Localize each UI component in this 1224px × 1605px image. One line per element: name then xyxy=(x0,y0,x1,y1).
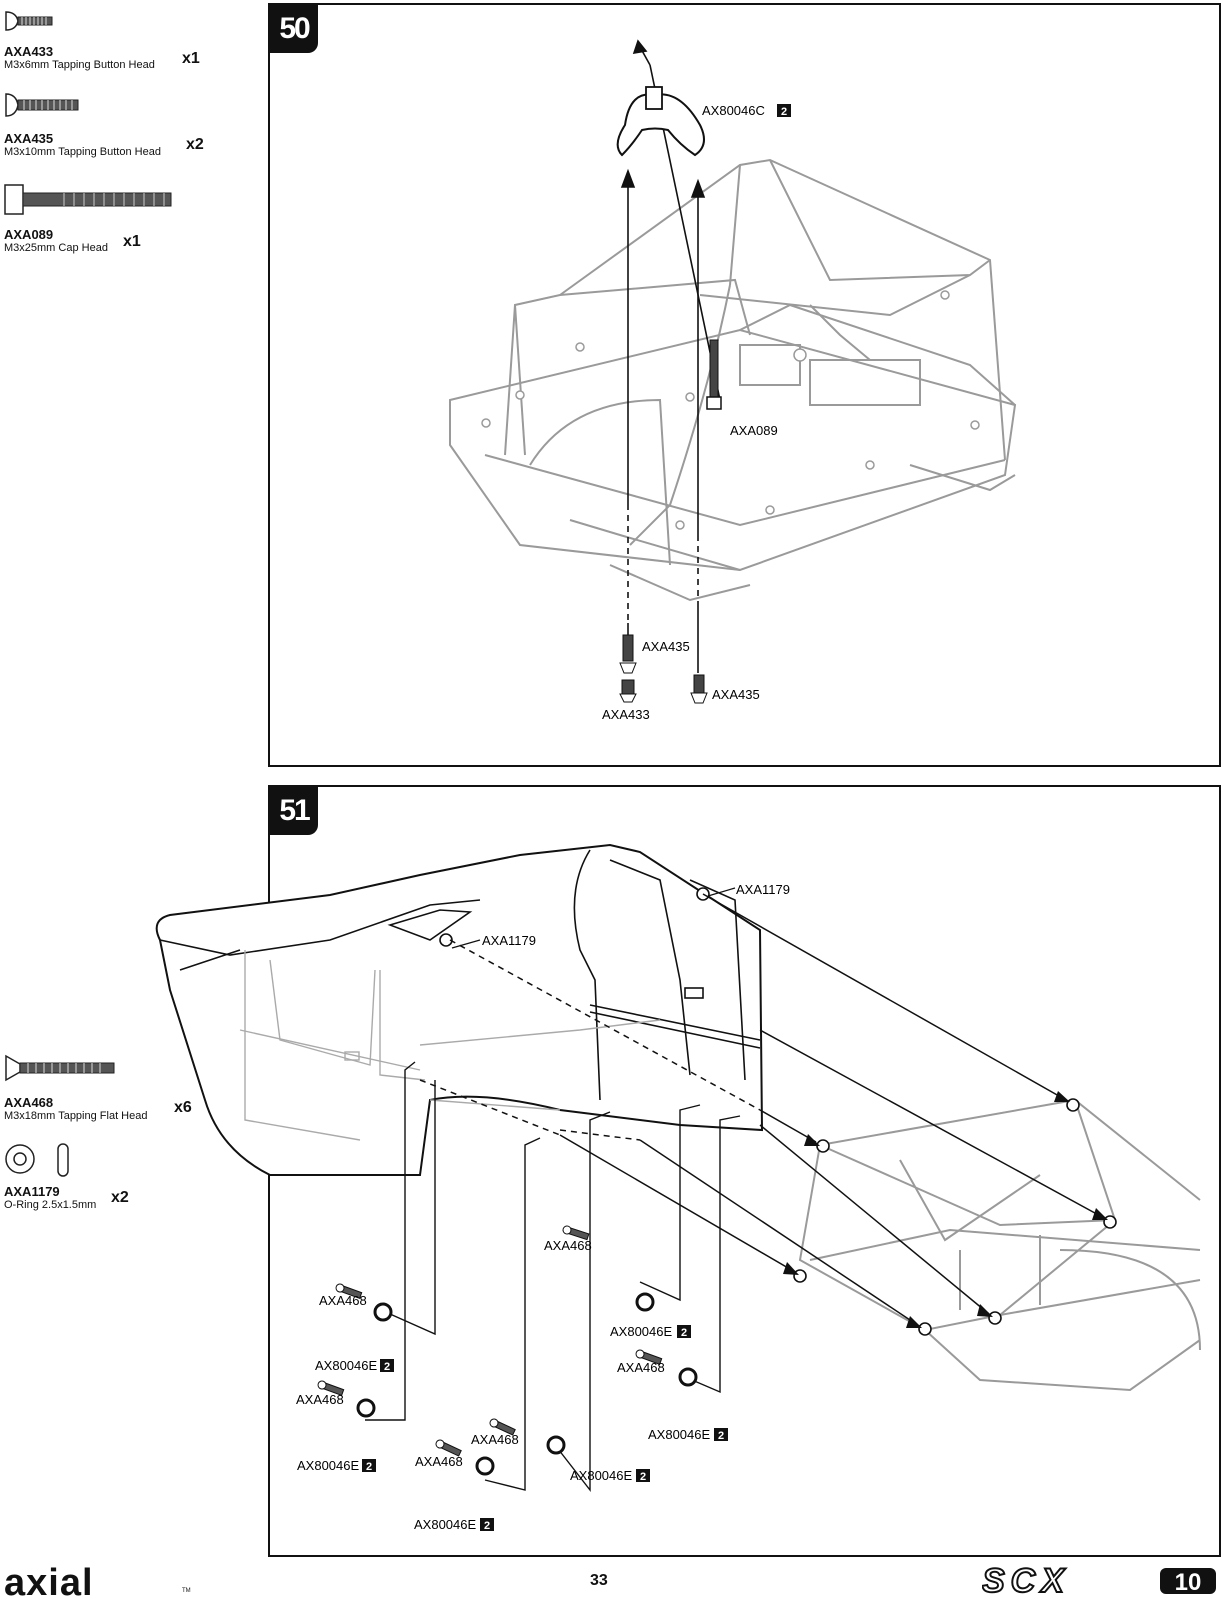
step-51-illustration: AXA1179 AXA1179 AXA468 AX80046E 2 AXA468… xyxy=(155,843,1201,1532)
model-number: 10 xyxy=(1175,1569,1202,1596)
label-axa468: AXA468 xyxy=(296,1392,344,1407)
label-ax80046c: AX80046C xyxy=(702,103,765,118)
label-ax80046e: AX80046E xyxy=(648,1427,710,1442)
button-head-screw-icon xyxy=(5,93,79,117)
part-qty: x2 xyxy=(111,1189,129,1206)
label-ax80046e: AX80046E xyxy=(297,1458,359,1473)
label-ax80046e: AX80046E xyxy=(570,1468,632,1483)
scx10-logo: SCX 10 xyxy=(982,1566,1216,1596)
flat-head-screw-icon xyxy=(5,1054,115,1082)
part-axa435: AXA435 M3x10mm Tapping Button Head xyxy=(4,131,161,159)
label-axa468: AXA468 xyxy=(415,1454,463,1469)
part-axa1179: AXA1179 O-Ring 2.5x1.5mm xyxy=(4,1184,96,1212)
label-axa435: AXA435 xyxy=(642,639,690,654)
label-axa1179: AXA1179 xyxy=(736,882,790,897)
step-number: 50 xyxy=(270,5,318,53)
part-axa468: AXA468 M3x18mm Tapping Flat Head xyxy=(4,1095,147,1123)
part-axa089: AXA089 M3x25mm Cap Head xyxy=(4,227,108,255)
part-code: AXA468 xyxy=(4,1095,54,1110)
label-axa1179: AXA1179 xyxy=(482,933,536,948)
label-tag: 2 xyxy=(384,1361,390,1373)
axial-logo: axial xyxy=(4,1562,94,1605)
model-name: SCX xyxy=(982,1566,1070,1596)
part-desc: M3x25mm Cap Head xyxy=(4,242,108,254)
label-tag: 2 xyxy=(366,1461,372,1473)
label-ax80046e: AX80046E xyxy=(315,1358,377,1373)
label-axa468: AXA468 xyxy=(319,1293,367,1308)
trademark: TM xyxy=(182,1588,191,1594)
part-desc: O-Ring 2.5x1.5mm xyxy=(4,1199,97,1211)
part-qty: x6 xyxy=(174,1099,192,1116)
part-desc: M3x6mm Tapping Button Head xyxy=(4,59,155,71)
page-number: 33 xyxy=(590,1572,608,1589)
part-desc: M3x18mm Tapping Flat Head xyxy=(4,1110,148,1122)
part-qty: x1 xyxy=(123,233,141,250)
label-tag: 2 xyxy=(681,1327,687,1339)
part-desc: M3x10mm Tapping Button Head xyxy=(4,146,161,158)
label-axa433: AXA433 xyxy=(602,707,650,722)
part-code: AXA433 xyxy=(4,44,54,59)
step-50-illustration: AX80046C 2 AXA089 AXA435 AXA435 AXA433 xyxy=(449,39,1017,722)
label-tag: 2 xyxy=(484,1520,490,1532)
o-ring-icon xyxy=(5,1143,69,1177)
part-qty: x2 xyxy=(186,136,204,153)
label-ax80046e: AX80046E xyxy=(610,1324,672,1339)
label-axa468: AXA468 xyxy=(471,1432,519,1447)
brand-name: axial xyxy=(4,1562,94,1604)
label-axa435: AXA435 xyxy=(712,687,760,702)
button-head-screw-icon xyxy=(5,11,53,31)
part-qty: x1 xyxy=(182,50,200,67)
label-tag: 2 xyxy=(781,106,787,118)
label-tag: 2 xyxy=(718,1430,724,1442)
part-code: AXA435 xyxy=(4,131,54,146)
label-tag: 2 xyxy=(640,1471,646,1483)
step-50-panel: 50 xyxy=(268,3,1221,767)
part-code: AXA1179 xyxy=(4,1184,60,1199)
part-code: AXA089 xyxy=(4,227,54,242)
label-axa089: AXA089 xyxy=(730,423,778,438)
part-axa433: AXA433 M3x6mm Tapping Button Head xyxy=(4,44,155,72)
cap-head-screw-icon xyxy=(4,184,172,215)
step-number: 51 xyxy=(270,787,318,835)
label-ax80046e: AX80046E xyxy=(414,1517,476,1532)
label-axa468: AXA468 xyxy=(617,1360,665,1375)
label-axa468: AXA468 xyxy=(544,1238,592,1253)
